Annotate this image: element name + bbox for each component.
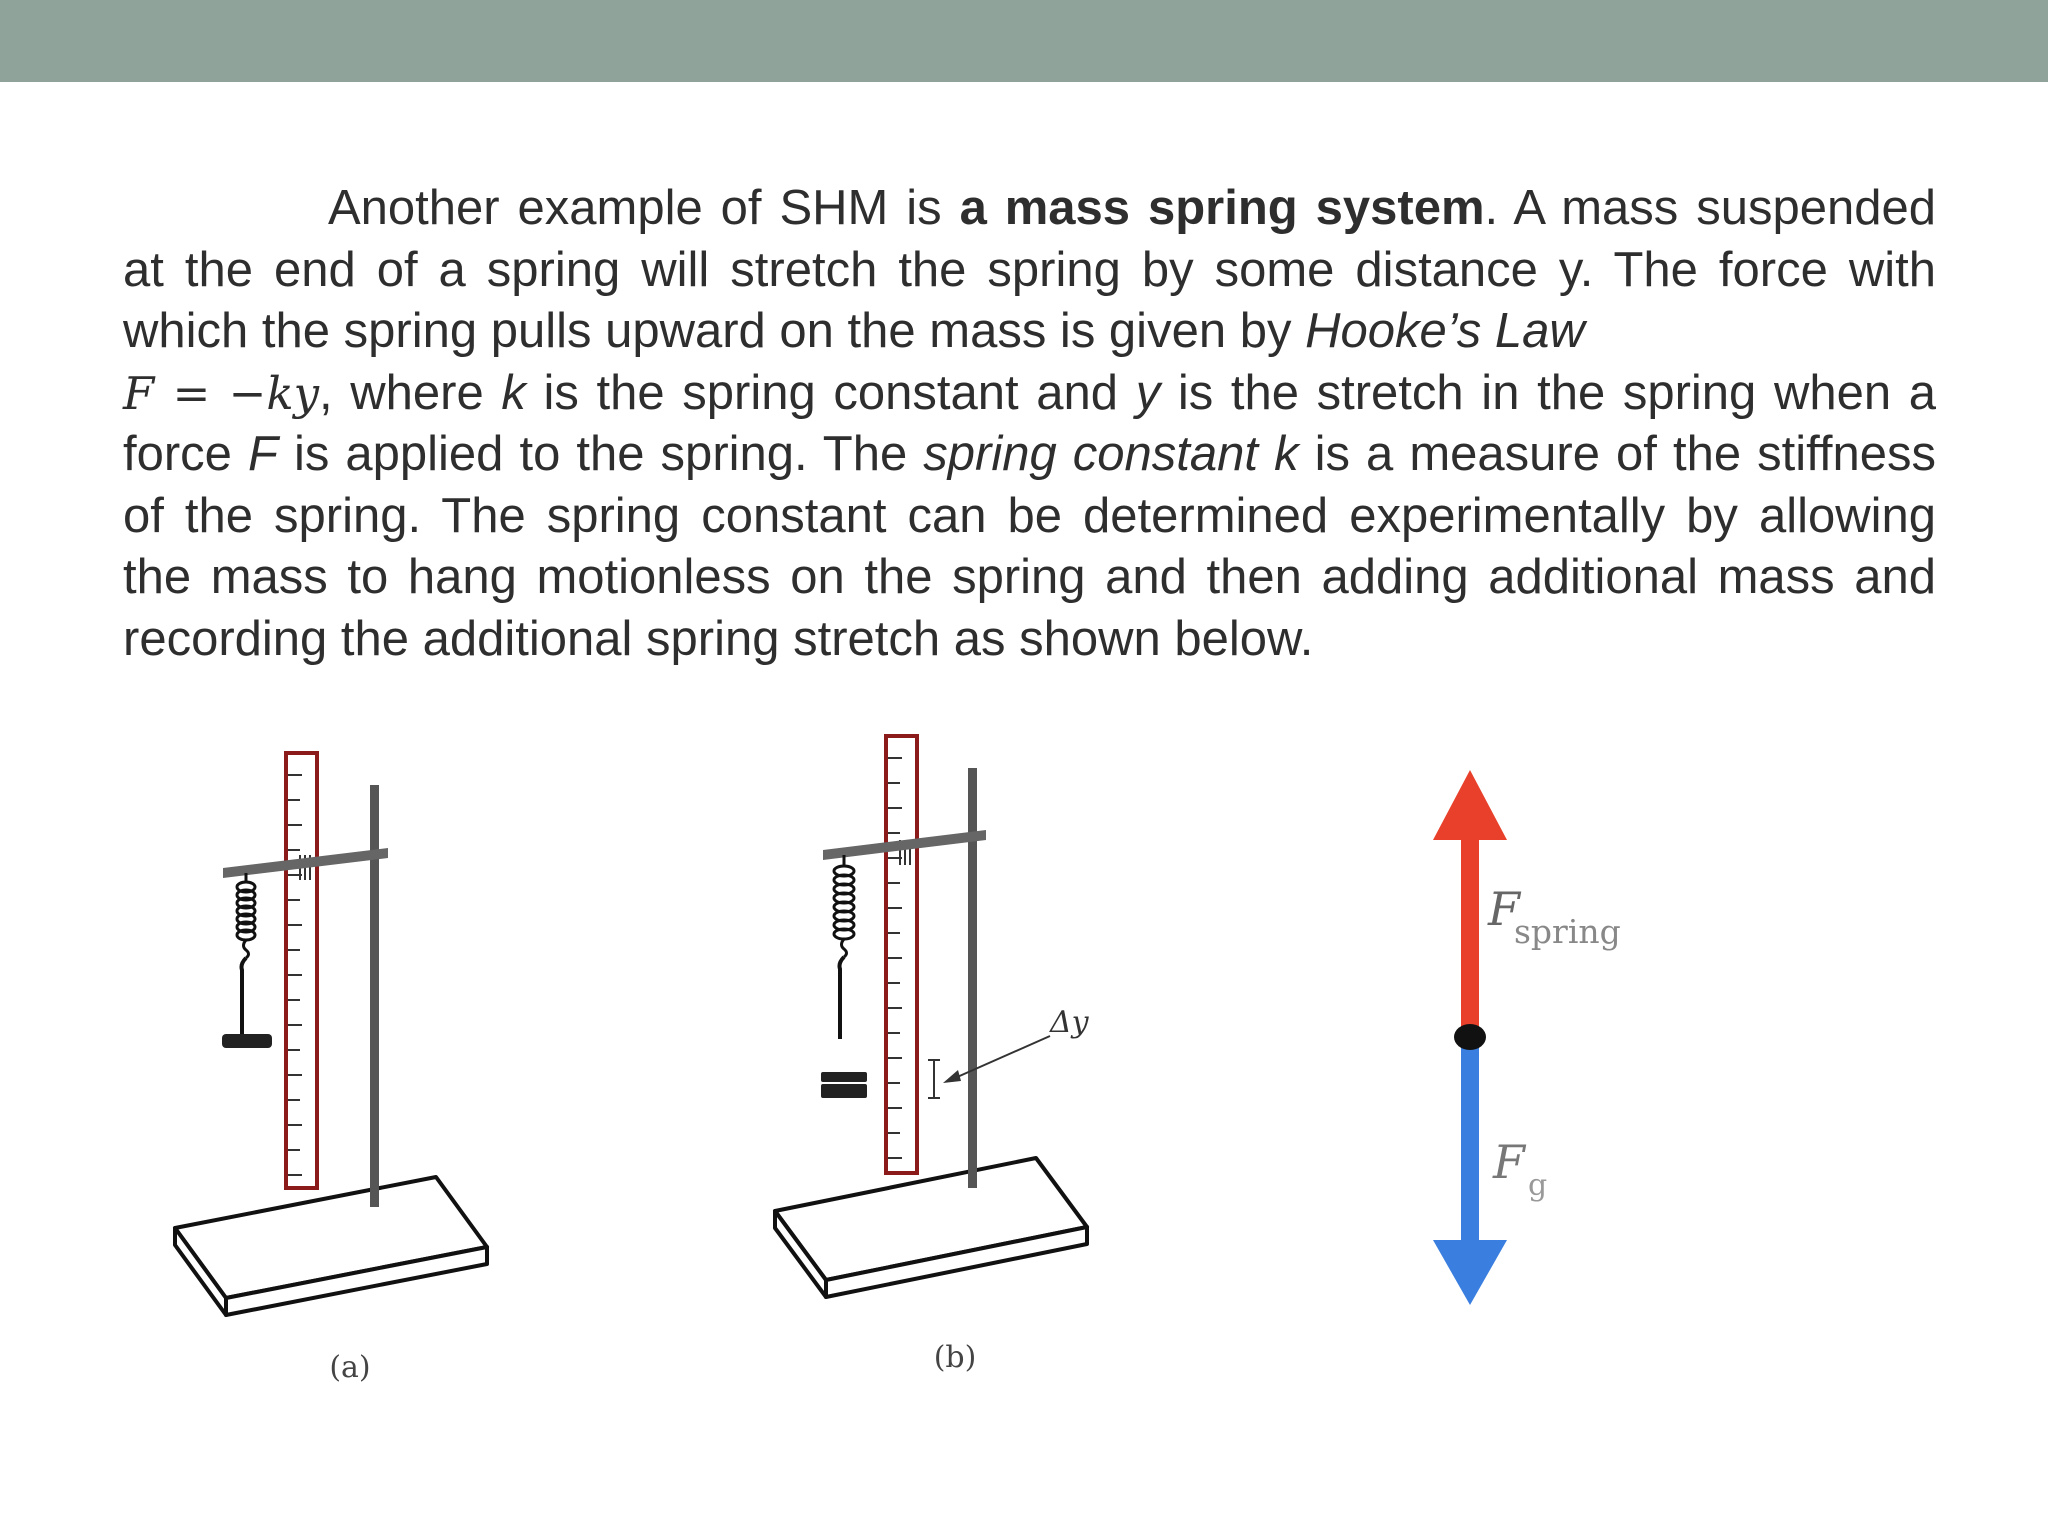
ruler: [884, 734, 919, 1175]
text-segment: , where: [319, 365, 502, 420]
text-segment: is the stretch in the spring when a forc…: [123, 365, 1936, 482]
body-paragraph: Another example of SHM is a mass spring …: [123, 178, 1936, 670]
spring-force-label: F: [1487, 882, 1522, 936]
figure-b-caption: (b): [934, 1340, 977, 1375]
added-mass: [821, 1084, 867, 1098]
top-banner-bar: [0, 0, 2048, 82]
delta-y-bracket: [928, 1059, 940, 1099]
figure-a-spring-stand: (a): [173, 751, 489, 1385]
text-segment: is a measure of the stiffness of the spr…: [123, 427, 1936, 666]
hookes-law-formula: F = −ky: [123, 367, 319, 420]
text-segment: Another example of SHM is: [328, 181, 960, 235]
gravity-force-label: F: [1492, 1135, 1527, 1189]
italic-k: k: [501, 365, 526, 420]
spring-force-subscript: spring: [1514, 912, 1621, 951]
bold-phrase: a mass spring system: [959, 181, 1485, 235]
mass-hanger: [239, 956, 248, 1035]
figure-b-spring-stand: Δy (b): [773, 734, 1090, 1375]
stand-base: [173, 1175, 489, 1317]
hanging-mass: [821, 1072, 867, 1082]
italic-y: y: [1135, 365, 1161, 420]
stand-crossbar: [823, 830, 986, 860]
spring-coil: [235, 873, 257, 960]
stand-crossbar: [223, 848, 388, 878]
formula-operator: = −: [154, 366, 267, 420]
delta-y-label: Δy: [1049, 1005, 1090, 1040]
mass-hanger: [837, 955, 846, 1039]
gravity-force-arrow: [1433, 1040, 1507, 1305]
force-diagram: F spring F g: [1433, 770, 1621, 1305]
ruler: [284, 751, 319, 1190]
text-segment: is the spring constant and: [525, 365, 1136, 420]
gravity-force-subscript: g: [1528, 1168, 1547, 1203]
stand-pole: [370, 785, 379, 1207]
formula-ky: ky: [266, 366, 320, 420]
hanging-mass: [222, 1034, 272, 1048]
stand-base: [773, 1156, 1089, 1299]
text-segment: is applied to the spring. The: [277, 427, 924, 481]
hookes-law-label: Hooke’s Law: [1305, 304, 1585, 358]
text-segment: . A mass suspended at the end of a sprin…: [123, 181, 1936, 358]
spring-constant-label: spring constant k: [923, 427, 1299, 481]
formula-F: F: [123, 366, 155, 420]
spring-coil: [832, 855, 856, 959]
delta-y-pointer: [943, 1035, 1051, 1083]
stand-pole: [968, 768, 977, 1188]
figure-a-caption: (a): [329, 1350, 370, 1385]
italic-F: F: [247, 427, 278, 481]
point-mass-dot: [1454, 1024, 1486, 1050]
